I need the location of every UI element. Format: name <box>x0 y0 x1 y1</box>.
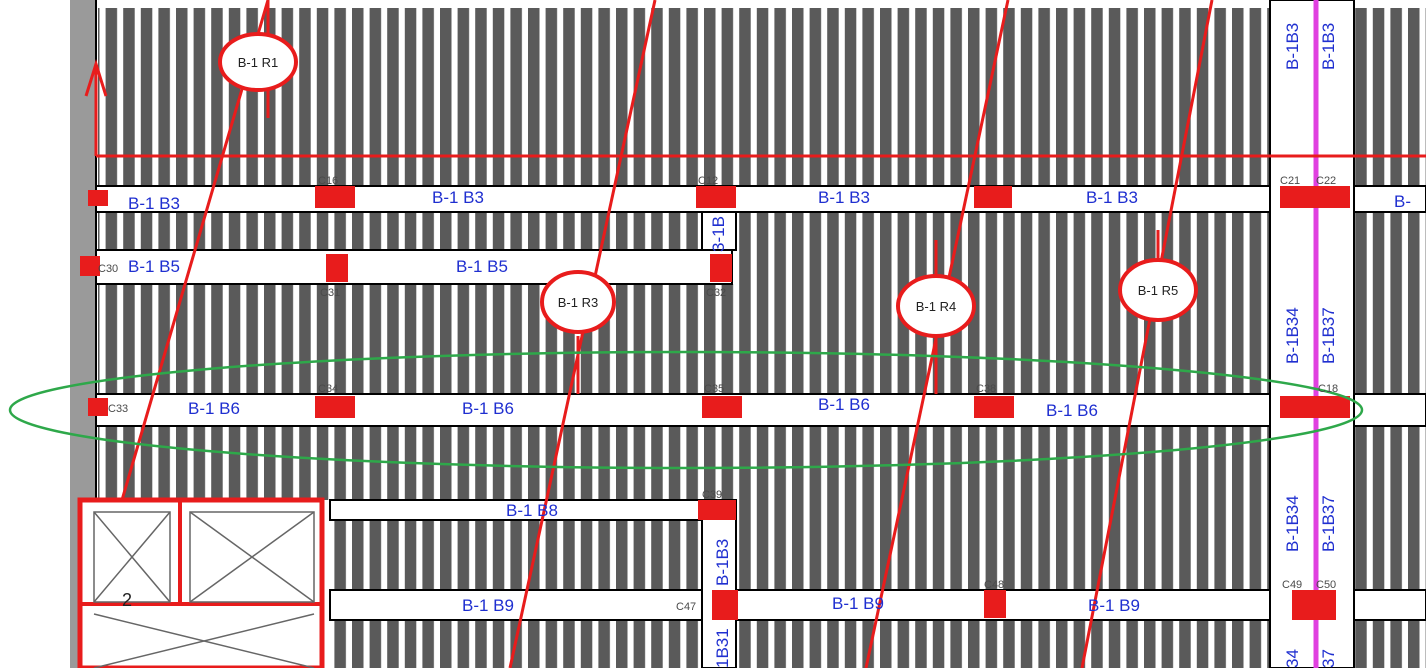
span-tag-label: B-1 R1 <box>238 55 278 70</box>
column-block <box>984 590 1006 618</box>
span-tag-r3: B-1 R3 <box>540 270 616 334</box>
joist-band-b5-b6 <box>98 284 1270 394</box>
beam-label-vertical: B-1B3 <box>1319 23 1338 70</box>
beam-label: B-1 B5 <box>128 257 180 276</box>
column-block <box>80 256 100 276</box>
column-blocks <box>80 186 1350 620</box>
beam-label: B-1 B3 <box>432 188 484 207</box>
column-labels: C16 C12 C21 C22 C30 C31 C32 C33 C34 C35 … <box>98 175 1338 613</box>
beam-label-vertical: B-1B3 <box>713 539 732 586</box>
joist-band-bottom-a <box>332 620 702 668</box>
beam-label-vertical: B-1B37 <box>1319 307 1338 364</box>
joist-band-b8-b9 <box>332 520 702 590</box>
column-block <box>88 398 108 416</box>
beam-label-vertical: 37 <box>1319 649 1338 668</box>
column-block <box>696 186 736 208</box>
beam-row-b6 <box>95 393 1426 427</box>
column-label: C48 <box>984 579 1004 591</box>
column-block <box>326 254 348 282</box>
span-tag-r5: B-1 R5 <box>1118 258 1198 322</box>
vertical-beam-labels: B-1B3 B-1B3 B-1B34 B-1B37 B-1B34 B-1B37 … <box>709 23 1338 668</box>
highlight-ellipse <box>8 350 1364 470</box>
span-tag-label: B-1 R5 <box>1138 283 1178 298</box>
column-block <box>974 396 1014 418</box>
column-label: C39 <box>702 489 722 501</box>
joist-field <box>98 8 1426 668</box>
joist-band-bottom-c <box>1354 620 1426 668</box>
beam-label: B-1 B6 <box>188 399 240 418</box>
joist-band-right-low2 <box>1354 426 1426 590</box>
column-block <box>315 396 355 418</box>
span-tag-label: B-1 R4 <box>916 299 956 314</box>
beam-label-vertical: 3-1B <box>709 216 728 252</box>
beam-label-vertical: 1B31 <box>713 628 732 668</box>
column-label: C30 <box>98 263 118 275</box>
stair-opening: 2 <box>77 497 325 668</box>
beam-label: B-1 B3 <box>1086 188 1138 207</box>
beam-label: B-1 B9 <box>462 596 514 615</box>
beam-label-vertical: B-1B34 <box>1283 307 1302 364</box>
beam-vertical-right <box>1269 0 1355 668</box>
column-block <box>698 500 736 520</box>
beam-label: B-1 B3 <box>128 194 180 213</box>
joist-band-right-low <box>736 500 1270 590</box>
beam-label: B-1 B5 <box>456 257 508 276</box>
beam-label-vertical: 34 <box>1283 649 1302 668</box>
beam-label: B- <box>1394 192 1411 211</box>
beam-label: B-1 B3 <box>818 188 870 207</box>
beam-label: B-1 B6 <box>818 395 870 414</box>
span-tags: B-1 R1 B-1 R3 B-1 R4 B-1 R5 <box>218 32 1198 338</box>
column-block <box>315 186 355 208</box>
column-block <box>88 190 108 206</box>
red-boundary <box>84 58 1426 158</box>
joist-band-top-right <box>1354 8 1426 186</box>
beam-label-vertical: B-1B34 <box>1283 495 1302 552</box>
column-label: C18 <box>1318 383 1338 395</box>
beam-row-b3 <box>95 185 1426 213</box>
column-block <box>702 396 742 418</box>
beam-label: B-1 B6 <box>1046 401 1098 420</box>
column-block <box>712 590 738 620</box>
beam-label-vertical: B-1B37 <box>1319 495 1338 552</box>
column-block <box>1292 590 1336 620</box>
beam-label: B-1 B6 <box>462 399 514 418</box>
beam-labels: B-1 B3 B-1 B3 B-1 B3 B-1 B3 B- B-1 B5 B-… <box>128 188 1411 615</box>
column-label: C12 <box>698 175 718 187</box>
span-arrow-r3 <box>508 0 657 668</box>
beam-label: B-1 B9 <box>832 594 884 613</box>
column-label: C32 <box>706 287 726 299</box>
column-label: C35 <box>704 383 724 395</box>
column-label: C31 <box>320 287 340 299</box>
span-tag-r1: B-1 R1 <box>218 32 298 92</box>
column-label: C49 <box>1282 579 1302 591</box>
column-label: C50 <box>1316 579 1336 591</box>
column-block <box>1280 186 1350 208</box>
joist-band-b6-b9 <box>98 426 1270 500</box>
column-block <box>710 254 732 282</box>
beam-label: B-1 B8 <box>506 501 558 520</box>
beam-label: B-1 B9 <box>1088 596 1140 615</box>
span-arrow-r5 <box>1080 0 1214 668</box>
beam-label-vertical: B-1B3 <box>1283 23 1302 70</box>
column-block <box>1280 396 1350 418</box>
column-label: C16 <box>318 175 338 187</box>
joist-band-bottom-b <box>736 620 1270 668</box>
span-tag-r4: B-1 R4 <box>896 274 976 338</box>
column-block <box>974 186 1012 208</box>
joist-band-right-mid <box>1354 212 1426 394</box>
span-tag-label: B-1 R3 <box>558 295 598 310</box>
beam-vertical-center-low <box>701 499 737 668</box>
plan-number: 2 <box>122 590 132 610</box>
column-label: C34 <box>318 383 338 395</box>
column-label: C47 <box>676 601 696 613</box>
column-label: C22 <box>1316 175 1336 187</box>
column-label: C21 <box>1280 175 1300 187</box>
column-label: C38 <box>976 383 996 395</box>
beam-vertical-center <box>701 211 737 251</box>
column-label: C33 <box>108 403 128 415</box>
